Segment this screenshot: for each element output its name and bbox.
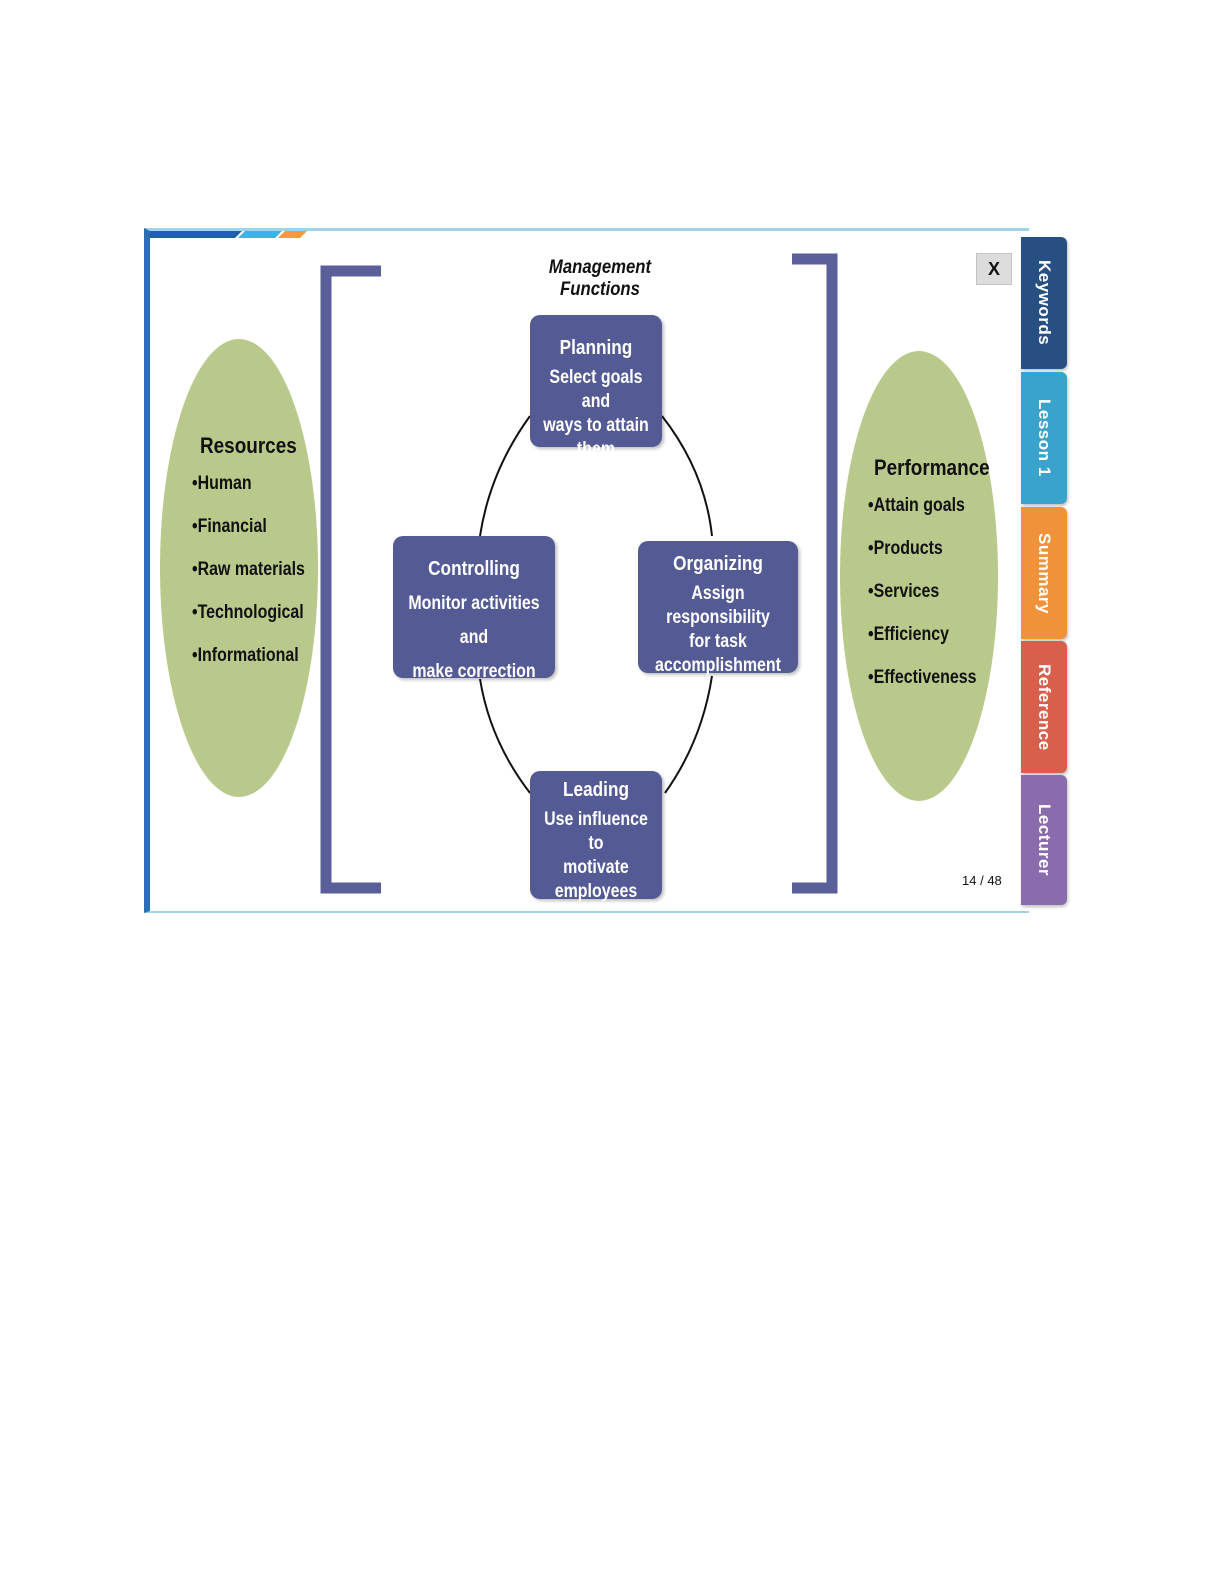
resources-heading: Resources	[200, 433, 297, 458]
organizing-desc-line: Assign responsibility	[666, 583, 770, 628]
organizing-desc-line: accomplishment	[655, 655, 781, 676]
arc-planning-organizing	[661, 415, 713, 537]
arc-organizing-leading	[664, 675, 713, 794]
controlling-title: Controlling	[428, 558, 520, 580]
resource-item: •Technological	[192, 602, 304, 623]
controlling-desc-line: make correction	[412, 661, 536, 682]
performance-list: •Attain goals •Products •Services •Effic…	[868, 495, 998, 710]
tab-label: Keywords	[1035, 260, 1054, 346]
tab-label: Lesson 1	[1035, 399, 1054, 477]
planning-desc-line: Select goals and	[549, 367, 643, 412]
resource-item: •Informational	[192, 645, 299, 666]
organizing-box: Organizing Assign responsibility for tas…	[638, 541, 798, 676]
controlling-box: Controlling Monitor activities and make …	[393, 536, 555, 682]
planning-box: Planning Select goals and ways to attain…	[530, 315, 662, 460]
tab-summary[interactable]: Summary	[1021, 507, 1067, 639]
leading-desc-line: employees	[554, 881, 638, 902]
performance-item: •Services	[868, 581, 940, 602]
leading-desc-line: motivate	[563, 857, 629, 878]
performance-item: •Efficiency	[868, 624, 949, 645]
tab-reference[interactable]: Reference	[1021, 641, 1067, 773]
left-bracket	[320, 265, 381, 894]
performance-item: •Products	[868, 538, 943, 559]
tab-label: Lecturer	[1035, 803, 1054, 877]
leading-title: Leading	[563, 779, 629, 801]
tab-label: Summary	[1035, 532, 1054, 614]
slide-frame: Management Functions Resources •Human •F…	[144, 228, 1029, 913]
slide-title: Management Functions	[548, 257, 652, 300]
page-total: / 48	[980, 873, 1002, 888]
page-current: 14	[962, 873, 977, 888]
close-button[interactable]: X	[976, 253, 1012, 285]
page-counter: 14 / 48	[962, 873, 1002, 888]
planning-desc-line: ways to attain them	[543, 415, 649, 460]
organizing-desc-line: for task	[689, 631, 747, 652]
performance-item: •Effectiveness	[868, 667, 977, 688]
resources-list: •Human •Financial •Raw materials •Techno…	[192, 473, 318, 688]
tab-label: Reference	[1035, 663, 1054, 751]
performance-heading: Performance	[874, 455, 990, 480]
organizing-title: Organizing	[673, 553, 763, 575]
tab-lecturer[interactable]: Lecturer	[1021, 775, 1067, 905]
tab-keywords[interactable]: Keywords	[1021, 237, 1067, 369]
resource-item: •Human	[192, 473, 252, 494]
leading-box: Leading Use influence to motivate employ…	[530, 771, 662, 902]
resources-oval: Resources •Human •Financial •Raw materia…	[160, 339, 318, 797]
accent-stripes	[150, 231, 307, 238]
arc-controlling-planning	[479, 415, 531, 537]
resource-item: •Raw materials	[192, 559, 305, 580]
tab-lesson-1[interactable]: Lesson 1	[1021, 372, 1067, 504]
right-bracket	[792, 253, 838, 894]
controlling-desc-line: Monitor activities and	[408, 593, 540, 648]
planning-title: Planning	[559, 337, 633, 359]
resource-item: •Financial	[192, 516, 267, 537]
arc-leading-controlling	[479, 678, 531, 794]
leading-desc-line: Use influence to	[544, 809, 648, 854]
cycle-diagram	[320, 253, 838, 894]
performance-oval: Performance •Attain goals •Products •Ser…	[840, 351, 998, 801]
performance-item: •Attain goals	[868, 495, 965, 516]
